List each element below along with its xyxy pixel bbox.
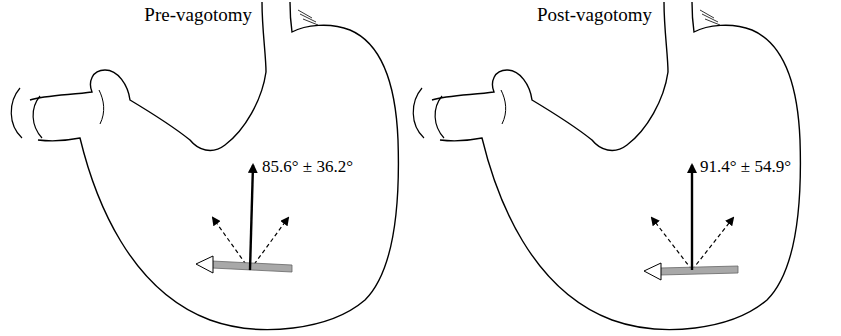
panel-heading: Post-vagotomy — [537, 4, 652, 25]
angle-value: 85.6° ± 36.2° — [262, 157, 353, 176]
panel-heading-box: Post-vagotomy — [537, 4, 652, 26]
angle-value-box: 85.6° ± 36.2° — [262, 157, 353, 177]
angle-value: 91.4° ± 54.9° — [700, 157, 791, 176]
panel-heading: Pre-vagotomy — [144, 4, 252, 25]
angle-value-box: 91.4° ± 54.9° — [700, 157, 791, 177]
panel-heading-box: Pre-vagotomy — [144, 4, 252, 26]
